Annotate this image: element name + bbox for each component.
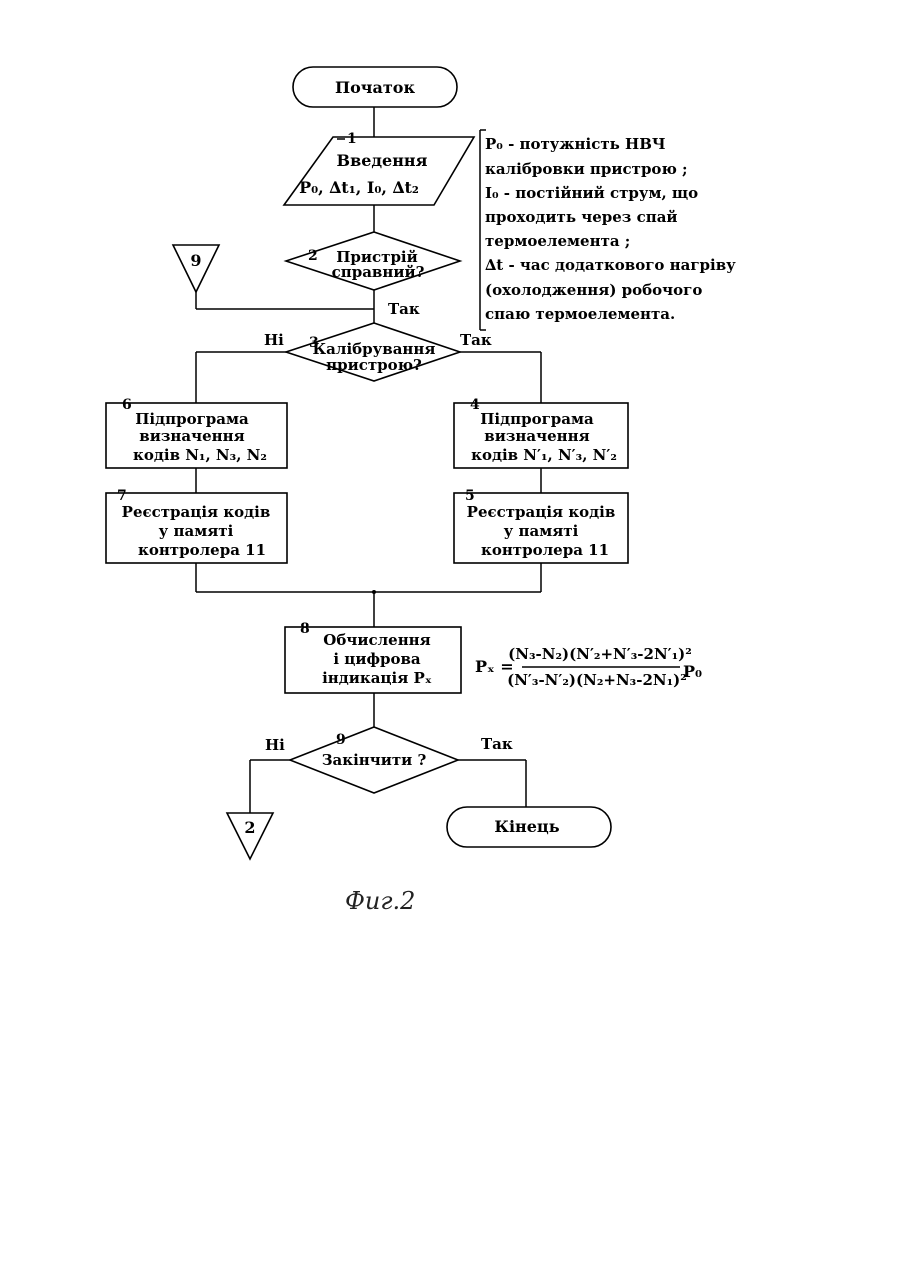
legend: P₀ - потужність НВЧ калібровки пристрою … bbox=[480, 130, 736, 330]
input-block-title: Введення bbox=[337, 151, 428, 170]
end-terminator: Кінець bbox=[447, 807, 611, 847]
figure-caption: Фиг.2 bbox=[345, 887, 415, 915]
connector-9-label: 9 bbox=[190, 251, 201, 270]
end-label: Кінець bbox=[494, 817, 559, 836]
calibration-yes-label: Так bbox=[460, 331, 492, 349]
formula-factor: P₀ bbox=[683, 662, 702, 681]
input-block-params: P₀, ∆t₁, I₀, ∆t₂ bbox=[299, 178, 419, 197]
legend-line-4: проходить через спай bbox=[485, 208, 678, 226]
connector-2-label: 2 bbox=[244, 818, 255, 837]
finish-question: Закінчити ? bbox=[322, 751, 427, 769]
sub-right-line1: Підпрограма bbox=[480, 410, 594, 428]
input-block: 1 Введення P₀, ∆t₁, I₀, ∆t₂ bbox=[284, 131, 474, 205]
start-label: Початок bbox=[335, 78, 415, 97]
sub-left-line2: визначення bbox=[139, 427, 244, 445]
device-ok-line2: справний? bbox=[332, 263, 425, 281]
compute-number: 8 bbox=[300, 621, 310, 637]
sub-right-block: 4 Підпрограма визначення кодів N′₁, N′₃,… bbox=[454, 397, 628, 468]
compute-block: 8 Обчислення і цифрова індикація Pₓ bbox=[285, 621, 461, 693]
device-ok-decision: 2 Пристрій справний? bbox=[286, 232, 460, 290]
legend-line-1: P₀ - потужність НВЧ bbox=[485, 135, 666, 153]
reg-left-line1: Реєстрація кодів bbox=[122, 503, 271, 521]
device-ok-number: 2 bbox=[308, 248, 318, 264]
connector-9: 9 bbox=[173, 245, 219, 292]
formula-denominator: (N′₃-N′₂)(N₂+N₃-2N₁)² bbox=[507, 671, 687, 689]
legend-line-2: калібровки пристрою ; bbox=[485, 160, 688, 178]
reg-right-line1: Реєстрація кодів bbox=[467, 503, 616, 521]
legend-line-7: (охолодження) робочого bbox=[485, 281, 702, 299]
sub-left-number: 6 bbox=[122, 397, 132, 413]
compute-line1: Обчислення bbox=[323, 631, 430, 649]
power-formula: Pₓ = (N₃-N₂)(N′₂+N′₃-2N′₁)² (N′₃-N′₂)(N₂… bbox=[475, 645, 702, 689]
finish-decision: 9 Закінчити ? bbox=[290, 727, 458, 793]
finish-yes-label: Так bbox=[481, 735, 513, 753]
sub-right-line2: визначення bbox=[484, 427, 589, 445]
finish-number: 9 bbox=[336, 732, 346, 748]
sub-left-line1: Підпрограма bbox=[135, 410, 249, 428]
reg-right-line2: у памяті bbox=[504, 522, 579, 540]
input-block-number: 1 bbox=[347, 131, 357, 147]
legend-line-6: ∆t - час додаткового нагріву bbox=[485, 256, 736, 274]
reg-left-line2: у памяті bbox=[159, 522, 234, 540]
connector-2: 2 bbox=[227, 813, 273, 859]
calibration-no-label: Ні bbox=[264, 331, 284, 349]
device-ok-yes-label: Так bbox=[388, 300, 420, 318]
compute-line3: індикація Pₓ bbox=[322, 669, 432, 687]
legend-line-3: I₀ - постійний струм, що bbox=[485, 184, 698, 202]
finish-no-label: Ні bbox=[265, 736, 285, 754]
compute-line2: і цифрова bbox=[333, 650, 421, 668]
reg-right-number: 5 bbox=[465, 488, 475, 504]
reg-right-block: 5 Реєстрація кодів у памяті контролера 1… bbox=[454, 488, 628, 563]
legend-line-5: термоелемента ; bbox=[485, 232, 630, 250]
formula-numerator: (N₃-N₂)(N′₂+N′₃-2N′₁)² bbox=[508, 645, 692, 663]
junction-dot bbox=[372, 590, 376, 594]
reg-left-block: 7 Реєстрація кодів у памяті контролера 1… bbox=[106, 488, 287, 563]
reg-right-line3: контролера 11 bbox=[481, 541, 609, 559]
sub-left-line3: кодів N₁, N₃, N₂ bbox=[133, 446, 267, 464]
calibration-decision: 3 Калібрування пристрою? bbox=[286, 323, 460, 381]
sub-right-line3: кодів N′₁, N′₃, N′₂ bbox=[471, 446, 617, 464]
sub-left-block: 6 Підпрограма визначення кодів N₁, N₃, N… bbox=[106, 397, 287, 468]
reg-left-line3: контролера 11 bbox=[138, 541, 266, 559]
reg-left-number: 7 bbox=[117, 488, 127, 504]
legend-line-8: спаю термоелемента. bbox=[485, 305, 675, 323]
start-terminator: Початок bbox=[293, 67, 457, 107]
calibration-line2: пристрою? bbox=[326, 356, 422, 374]
sub-right-number: 4 bbox=[470, 397, 480, 413]
